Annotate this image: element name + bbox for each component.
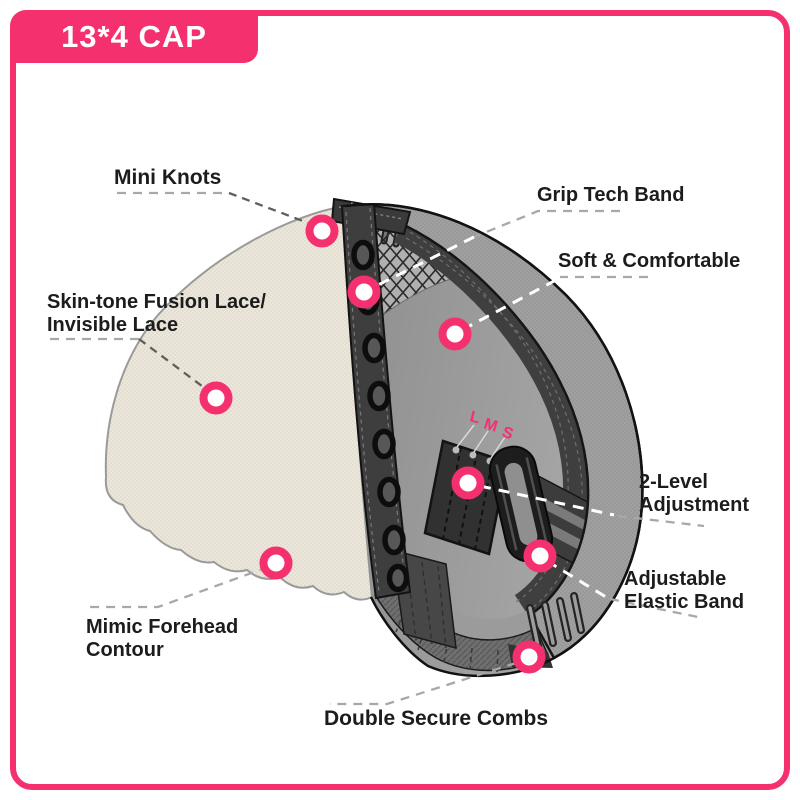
marker-double-combs [512, 640, 546, 674]
marker-soft-comfortable [438, 317, 472, 351]
size-letter-l: L [468, 408, 482, 427]
label-mini-knots: Mini Knots [114, 166, 222, 189]
buckle [488, 445, 554, 563]
label-skin-tone-lace-line1: Skin-tone Fusion Lace/ [47, 291, 266, 313]
label-elastic-band: Adjustable Elastic Band [624, 568, 744, 613]
label-skin-tone-lace-line2: Invisible Lace [47, 313, 179, 336]
feature-markers [199, 214, 557, 674]
marker-forehead-contour [259, 546, 293, 580]
marker-grip-tech-band [347, 275, 381, 309]
cap-outline [344, 203, 644, 678]
label-two-level-line2: Adjustment [639, 493, 749, 516]
marker-mini-knots [305, 214, 339, 248]
label-soft-comfortable: Soft & Comfortable [558, 250, 741, 272]
marker-skin-tone-lace [199, 381, 233, 415]
callout-line-two-level [617, 514, 705, 528]
callout-line-grip [473, 209, 620, 239]
label-forehead-contour: Mimic Forehead Contour [86, 616, 238, 661]
title-banner: 13*4 CAP [10, 10, 258, 63]
marker-elastic-band [523, 539, 557, 573]
label-elastic-line2: Elastic Band [624, 590, 745, 613]
callout-lines [50, 191, 705, 706]
page-title: 13*4 CAP [61, 18, 207, 54]
label-two-level-adjustment: 2-Level Adjustment [639, 471, 749, 516]
label-skin-tone-lace: Skin-tone Fusion Lace/ Invisible Lace [47, 291, 266, 336]
marker-two-level-adjustment [451, 466, 485, 500]
callout-line-combs [330, 661, 517, 706]
size-leader-lines [456, 424, 506, 459]
size-letters: L M S [468, 408, 516, 443]
label-forehead-line1: Mimic Forehead [86, 616, 239, 638]
label-grip-tech-band: Grip Tech Band [537, 184, 685, 206]
label-forehead-line2: Contour [86, 638, 164, 661]
label-elastic-line1: Adjustable [624, 568, 727, 590]
label-double-combs: Double Secure Combs [324, 707, 549, 730]
label-two-level-line1: 2-Level [639, 471, 708, 493]
lace-section [104, 204, 374, 601]
callout-line-forehead [88, 565, 269, 609]
size-letter-m: M [482, 416, 500, 436]
